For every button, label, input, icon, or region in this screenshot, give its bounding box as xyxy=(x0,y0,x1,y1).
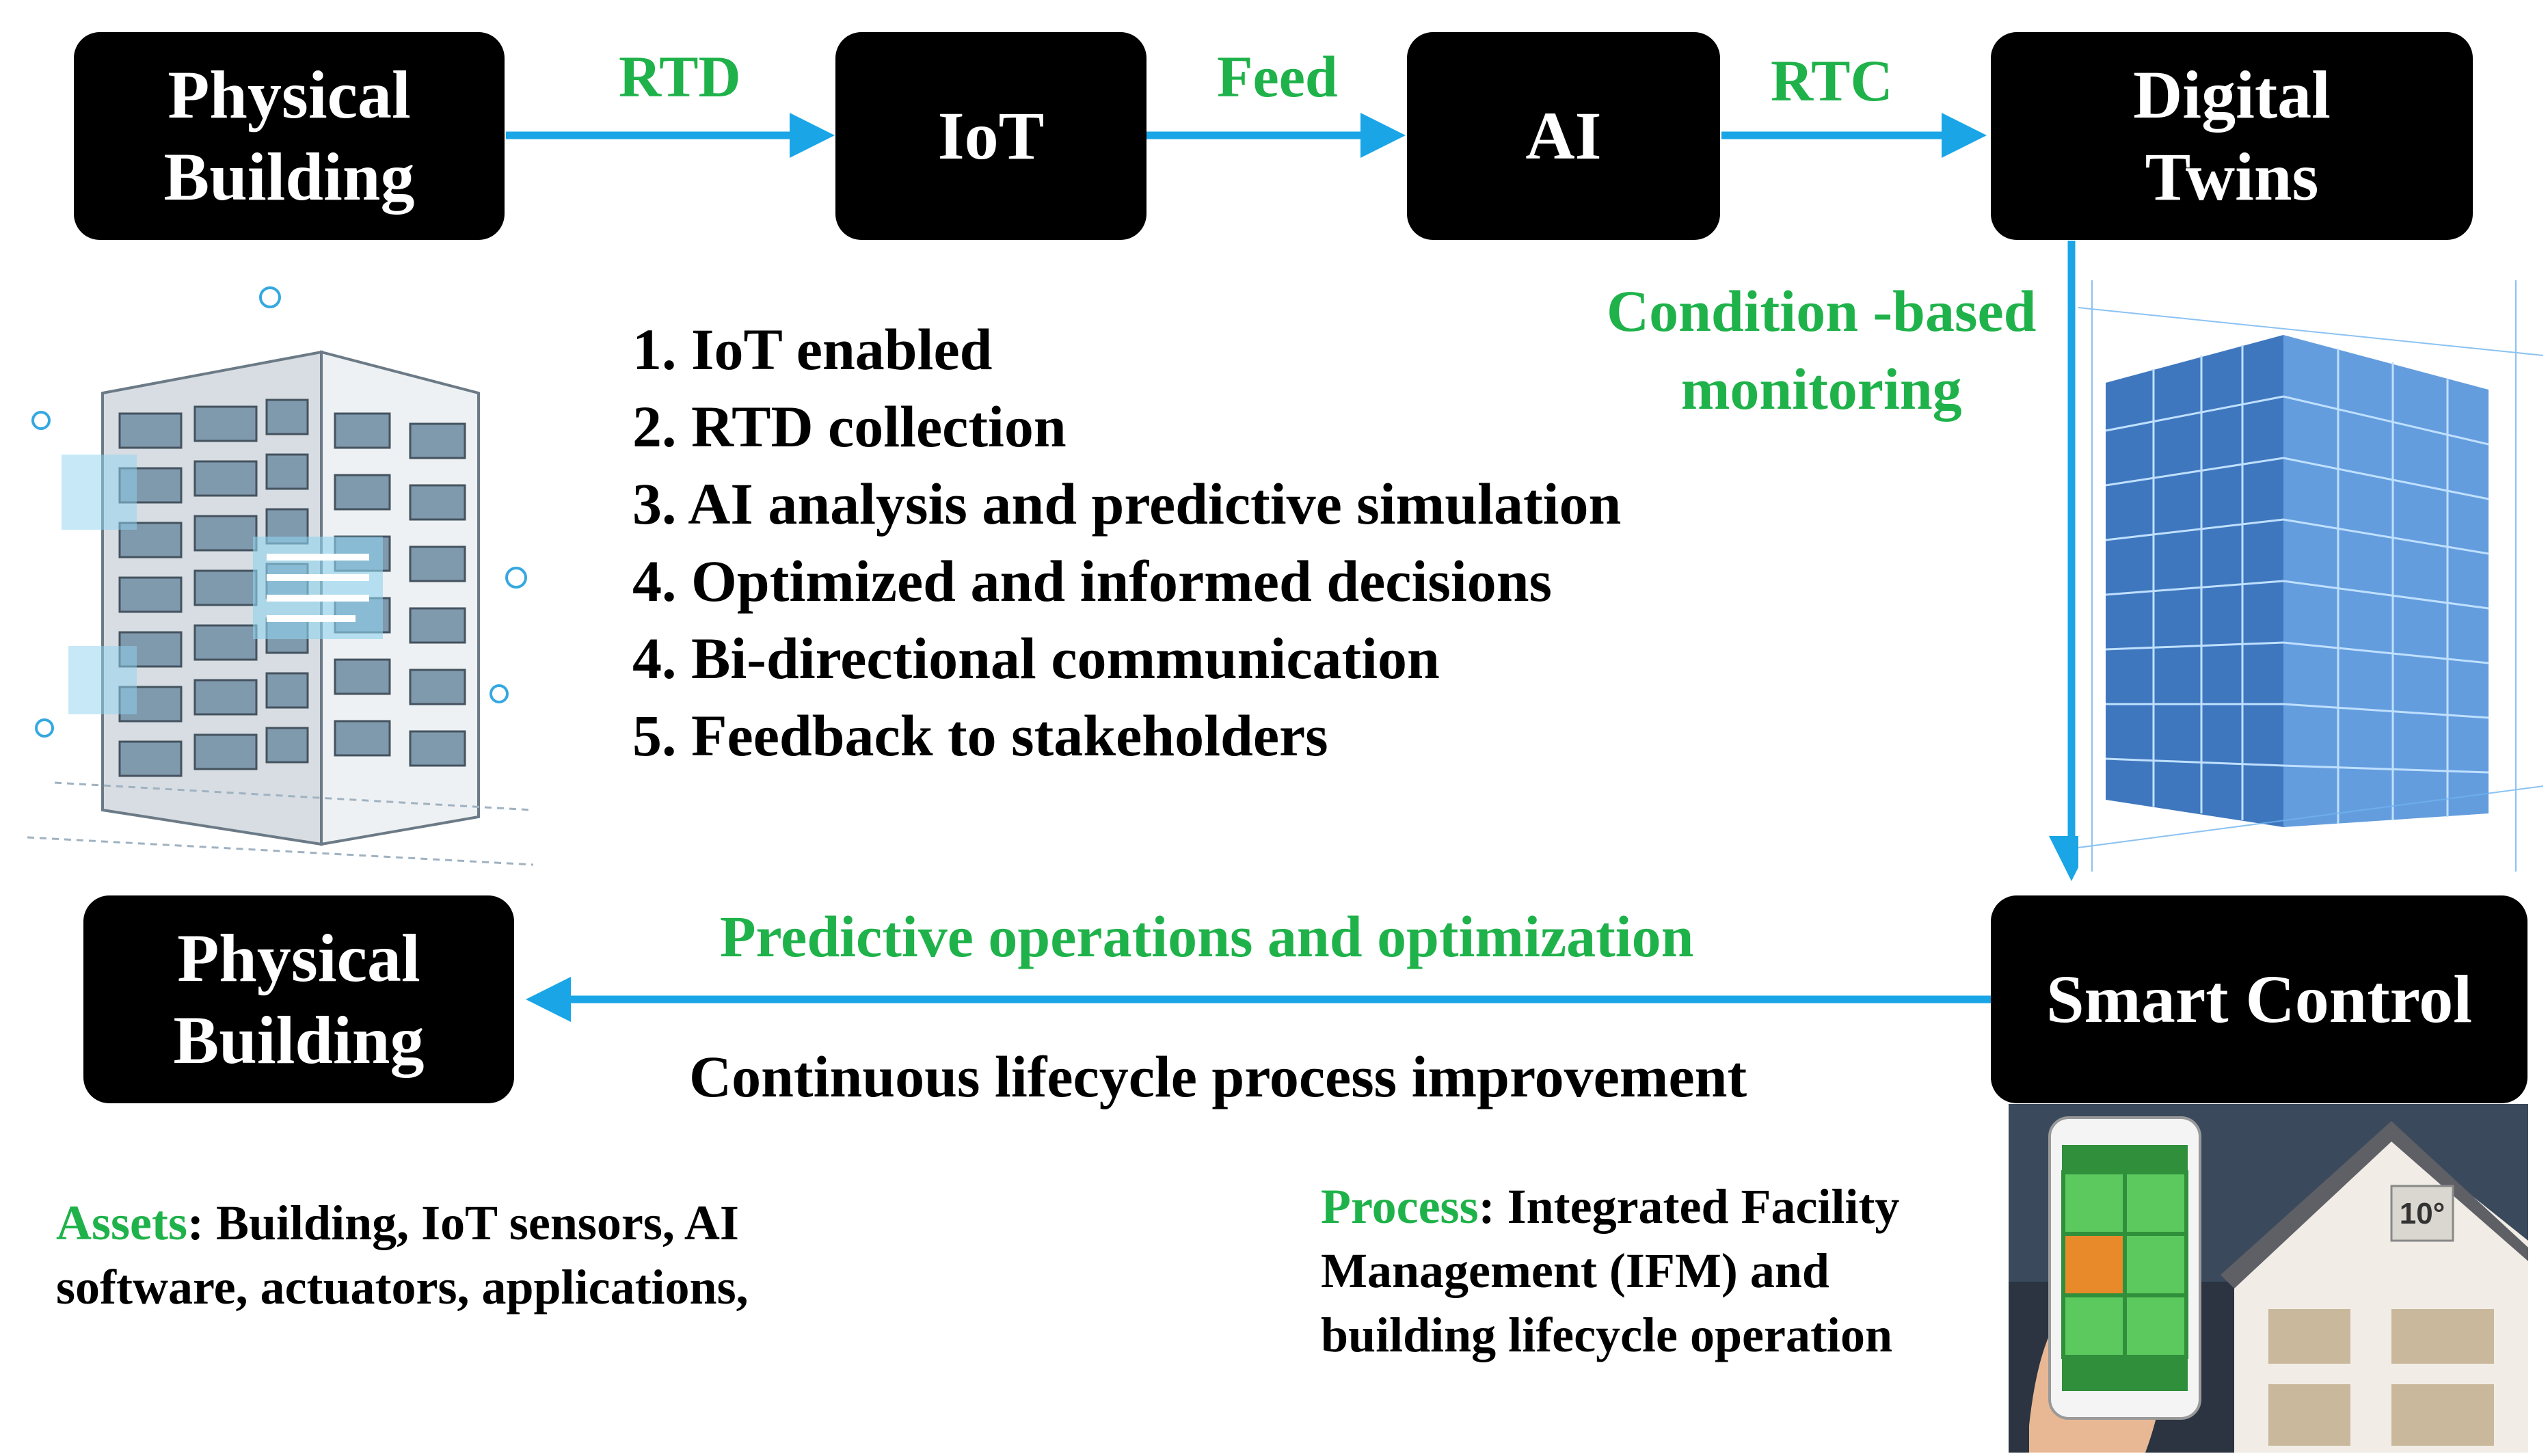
edge-label-monitoring: Condition -based monitoring xyxy=(1607,272,2036,428)
node-physical-building-top-line2: Building xyxy=(163,139,415,215)
node-physical-building-top-line1: Physical xyxy=(167,57,411,133)
edge-label-monitoring-line1: Condition -based xyxy=(1607,278,2037,344)
steps-list-item: 4. Bi-directional communication xyxy=(632,625,1440,691)
node-ai: AI xyxy=(1407,32,1720,240)
node-physical-building-bottom: Physical Building xyxy=(83,895,514,1103)
edge-label-rtd: RTD xyxy=(619,44,741,109)
node-physical-building-bottom-line1: Physical xyxy=(177,920,420,996)
steps-list-item: 2. RTD collection xyxy=(632,394,1067,459)
steps-list-item: 5. Feedback to stakeholders xyxy=(632,703,1328,768)
phone-badge-text: 10° xyxy=(2400,1197,2445,1230)
node-ai-label: AI xyxy=(1525,98,1602,174)
node-smart-control-label: Smart Control xyxy=(2046,961,2473,1037)
node-digital-twins-line1: Digital xyxy=(2133,57,2331,133)
node-digital-twins: Digital Twins xyxy=(1991,32,2473,240)
node-smart-control: Smart Control xyxy=(1991,895,2527,1103)
assets-text-line2: software, actuators, applications, xyxy=(56,1260,749,1315)
thermostat-display xyxy=(2390,1185,2454,1242)
edge-label-continuous: Continuous lifecycle process improvement xyxy=(689,1044,1747,1109)
edge-label-feed: Feed xyxy=(1217,44,1338,109)
process-text-line3: building lifecycle operation xyxy=(1321,1308,1892,1362)
process-text-line2: Management (IFM) and xyxy=(1321,1243,1829,1298)
assets-text-line1: : Building, IoT sensors, AI xyxy=(187,1196,739,1250)
edge-label-monitoring-line2: monitoring xyxy=(1680,356,1962,422)
steps-list: 1. IoT enabled 2. RTD collection 3. AI a… xyxy=(632,311,1621,774)
smart-home-illustration: 10° xyxy=(2009,1104,2528,1453)
node-physical-building-bottom-line2: Building xyxy=(173,1002,425,1078)
steps-list-item: 4. Optimized and informed decisions xyxy=(632,548,1553,614)
physical-building-illustration xyxy=(27,277,533,878)
process-text-line1: : Integrated Facility xyxy=(1478,1179,1900,1234)
node-digital-twins-line2: Twins xyxy=(2145,139,2319,215)
digital-twin-illustration xyxy=(2078,280,2543,872)
node-physical-building-top: Physical Building xyxy=(74,32,505,240)
process-text: Process: Integrated Facility Management … xyxy=(1321,1174,1899,1367)
steps-list-item: 1. IoT enabled xyxy=(632,316,993,382)
node-iot-label: IoT xyxy=(937,98,1045,174)
steps-list-item: 3. AI analysis and predictive simulation xyxy=(632,471,1622,537)
process-label: Process xyxy=(1321,1179,1479,1234)
node-iot: IoT xyxy=(835,32,1146,240)
assets-text: Assets: Building, IoT sensors, AI softwa… xyxy=(56,1191,749,1319)
edge-label-predictive: Predictive operations and optimization xyxy=(720,904,1694,969)
edge-label-rtc: RTC xyxy=(1771,48,1893,113)
assets-label: Assets xyxy=(56,1196,187,1250)
